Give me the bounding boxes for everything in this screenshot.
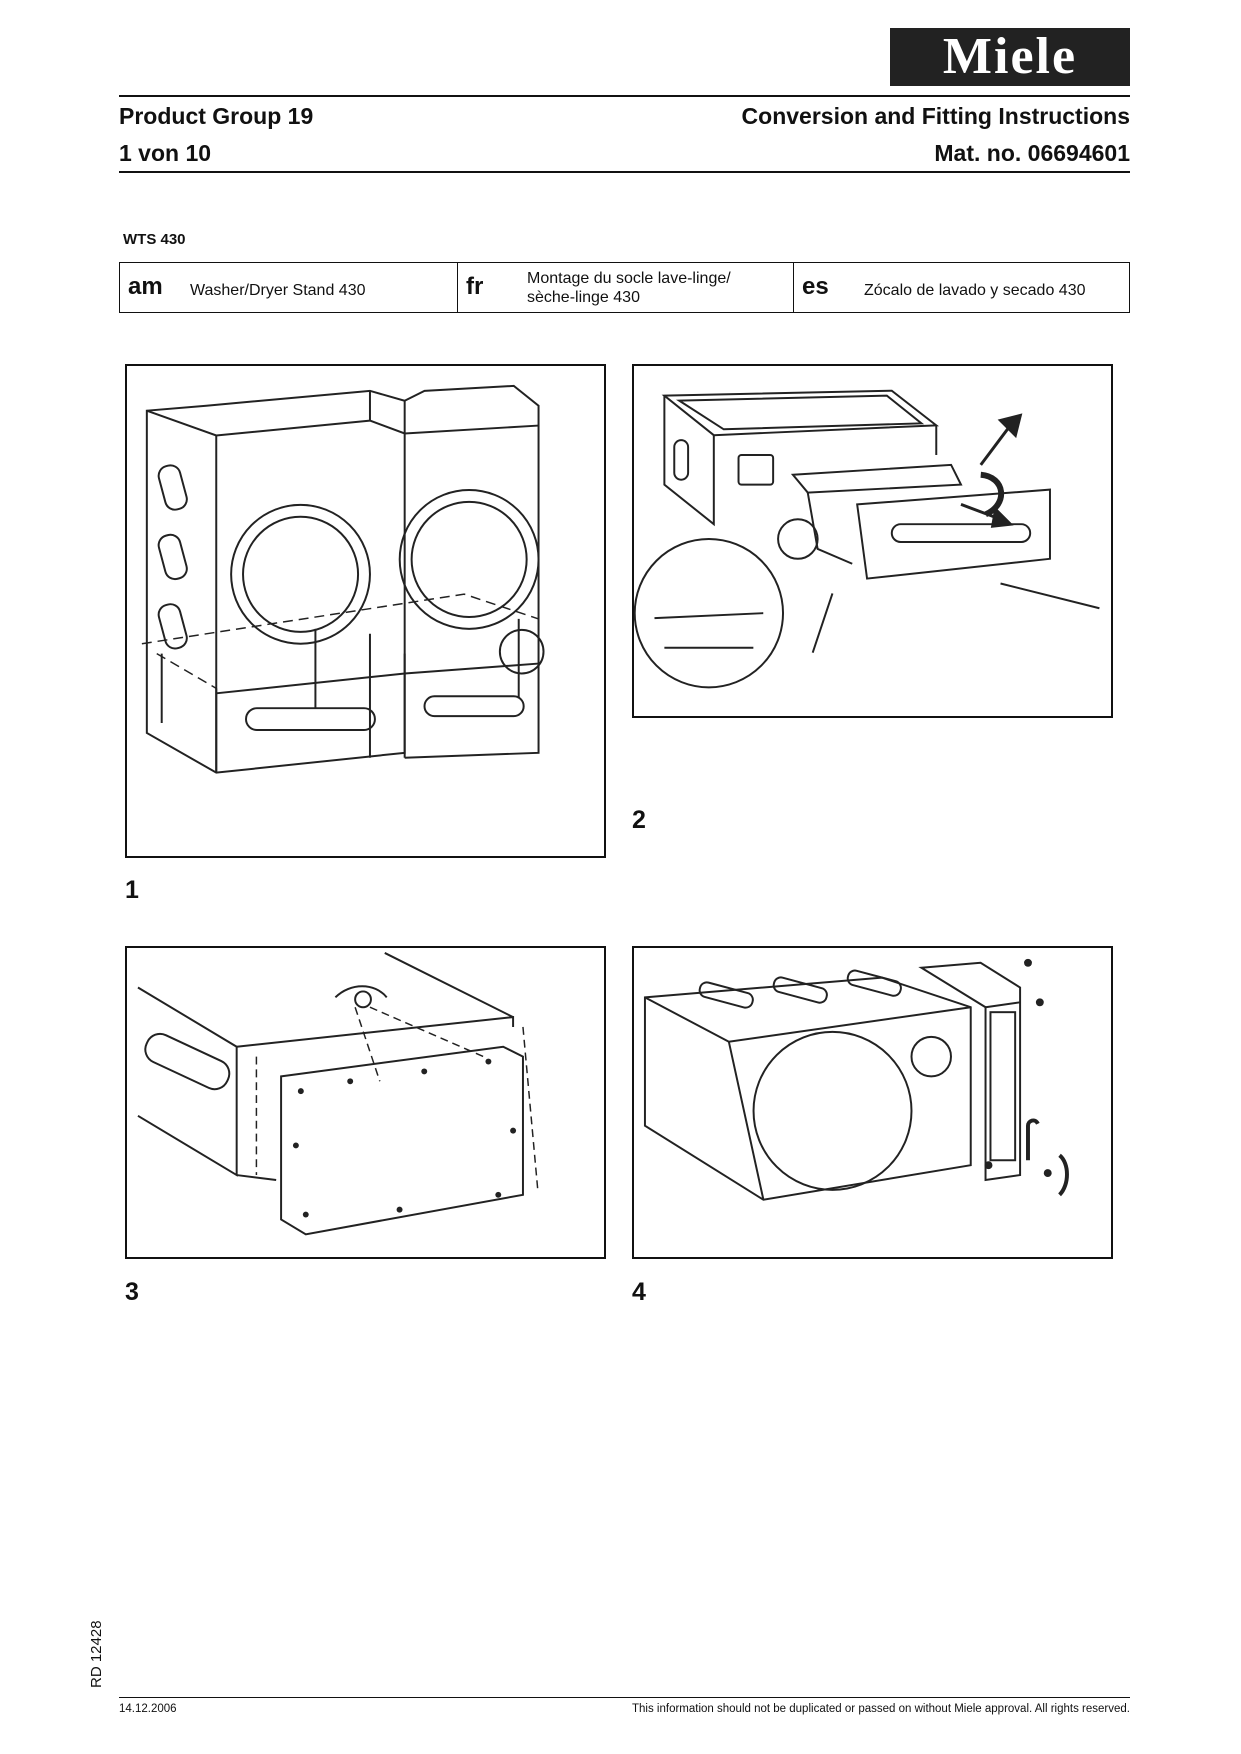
footer-rule (119, 1697, 1130, 1698)
doc-title: Conversion and Fitting Instructions (741, 103, 1130, 129)
back-panel-screws-drawing (137, 952, 539, 1236)
lang-code: fr (466, 273, 484, 300)
lang-cell-fr: fr Montage du socle lave-linge/ sèche-li… (457, 263, 794, 312)
lang-text: Washer/Dryer Stand 430 (190, 282, 366, 299)
washer-dryer-on-stand-drawing (141, 384, 545, 774)
header-bottom-rule (119, 171, 1130, 173)
header-top-rule (119, 95, 1130, 97)
page-number: 1 von 10 (119, 140, 212, 166)
figure-1-illustration (125, 364, 606, 858)
stand-side-frame-drawing (643, 958, 1069, 1201)
figure-2-illustration (632, 364, 1113, 718)
model-name: WTS 430 (123, 231, 186, 248)
figure-4-illustration (632, 946, 1113, 1259)
language-table: am Washer/Dryer Stand 430 fr Montage du … (119, 262, 1130, 313)
lang-cell-am: am Washer/Dryer Stand 430 (120, 263, 457, 312)
figure-2-number: 2 (632, 806, 646, 834)
lang-text: Montage du socle lave-linge/ sèche-linge… (527, 270, 731, 306)
product-group: Product Group 19 (119, 103, 314, 129)
figure-3-illustration (125, 946, 606, 1259)
figure-3-number: 3 (125, 1278, 139, 1306)
logo-text: Miele (942, 28, 1078, 85)
miele-logo: Miele (890, 28, 1130, 86)
footer-notice: This information should not be duplicate… (632, 1703, 1130, 1715)
lang-code: es (802, 273, 829, 300)
lang-cell-es: es Zócalo de lavado y secado 430 (793, 263, 1130, 312)
lang-text: Zócalo de lavado y secado 430 (864, 282, 1086, 299)
figure-4-number: 4 (632, 1278, 646, 1306)
footer-date: 14.12.2006 (119, 1703, 177, 1715)
material-number: Mat. no. 06694601 (934, 140, 1130, 166)
drawing-reference: RD 12428 (88, 1620, 105, 1688)
figure-1-number: 1 (125, 876, 139, 904)
drawer-removal-drawing (634, 389, 1100, 689)
lang-code: am (128, 273, 163, 300)
